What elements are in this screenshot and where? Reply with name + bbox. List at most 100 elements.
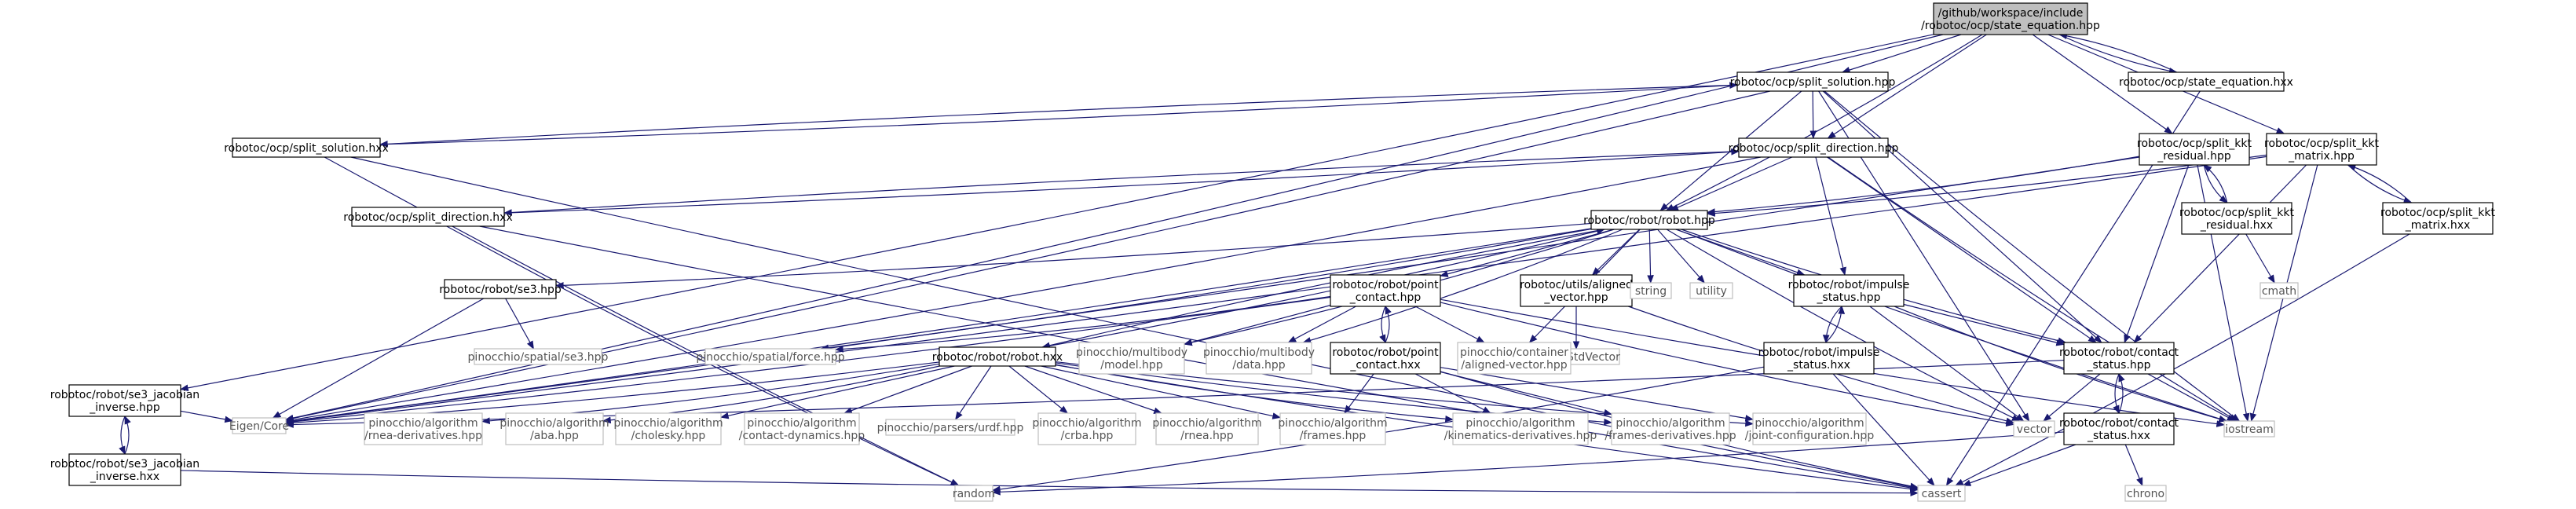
- node-kkt_matrix_hpp[interactable]: robotoc/ocp/split_kkt_matrix.hpp: [2264, 133, 2379, 166]
- node-split_direction_hpp[interactable]: robotoc/ocp/split_direction.hpp: [1729, 137, 1899, 158]
- node-impulse_status_hxx[interactable]: robotoc/robot/impulse_status.hxx: [1758, 342, 1880, 375]
- edge-split_direction_hpp-to-impulse_status_hpp: [1815, 156, 1846, 276]
- node-contact_status_hxx[interactable]: robotoc/robot/contact_status.hxx: [2059, 412, 2179, 445]
- node-label: utility: [1696, 285, 1727, 298]
- node-point_contact_hpp[interactable]: robotoc/robot/point_contact.hpp: [1330, 274, 1441, 307]
- node-robot_hxx[interactable]: robotoc/robot/robot.hxx: [932, 346, 1063, 367]
- node-label: /frames-derivatives.hpp: [1605, 430, 1736, 442]
- node-split_solution_hpp[interactable]: robotoc/ocp/split_solution.hpp: [1730, 71, 1896, 92]
- node-aligned_vector_hpp[interactable]: robotoc/utils/aligned_vector.hpp: [1520, 274, 1633, 307]
- node-se3_hpp[interactable]: robotoc/robot/se3.hpp: [439, 279, 562, 299]
- edge-point_contact_hpp-to-vector: [1440, 302, 2015, 427]
- edge-robot_hxx-to-pin_rnea: [1024, 365, 1162, 414]
- node-robot_hpp[interactable]: robotoc/robot/robot.hpp: [1583, 210, 1715, 230]
- node-label: pinocchio/algorithm: [1032, 417, 1141, 430]
- node-box: [232, 417, 287, 434]
- node-box: [1279, 412, 1386, 445]
- edge-split_solution_hpp-to-eigen_core: [284, 90, 1770, 422]
- node-label: _status.hpp: [1816, 291, 1880, 304]
- node-box: [1155, 412, 1259, 445]
- node-box: [1330, 342, 1441, 375]
- node-label: pinocchio/multibody: [1076, 346, 1187, 359]
- node-split_direction_hxx[interactable]: robotoc/ocp/split_direction.hxx: [343, 207, 513, 227]
- node-label: _status.hxx: [2087, 430, 2150, 442]
- node-box: [2259, 282, 2299, 299]
- node-contact_status_hpp[interactable]: robotoc/robot/contact_status.hpp: [2059, 342, 2179, 375]
- edge-kkt_residual_hxx-to-kkt_residual_hpp: [2203, 164, 2228, 203]
- node-box: [954, 485, 993, 502]
- node-cassert: cassert: [1917, 485, 1966, 502]
- node-box: [1738, 137, 1889, 158]
- node-box: [2382, 202, 2494, 235]
- edge-root-to-split_solution_hpp: [1841, 34, 1962, 74]
- edge-kkt_matrix_hxx-to-kkt_matrix_hpp: [2347, 164, 2412, 203]
- edge-robot_hxx-to-pin_contact_dyn: [843, 365, 972, 414]
- node-impulse_status_hpp[interactable]: robotoc/robot/impulse_status.hpp: [1788, 274, 1910, 307]
- node-label: pinocchio/algorithm: [1615, 417, 1725, 430]
- node-label: /github/workspace/include: [1938, 7, 2084, 20]
- edge-contact_status_hpp-to-vector: [2043, 373, 2101, 422]
- node-box: [232, 137, 381, 158]
- node-box: [2063, 412, 2175, 445]
- edge-point_contact_hpp-to-pin_force: [834, 295, 1331, 353]
- edge-robot_hpp-to-vector: [1666, 229, 2021, 422]
- edge-robot_hxx-to-pin_frames: [1041, 365, 1282, 419]
- edge-robot_hxx-to-pin_crba: [1008, 365, 1069, 414]
- edge-robot_hpp-to-eigen_core: [284, 228, 1592, 424]
- node-box: [1037, 412, 1136, 445]
- node-box: [744, 412, 860, 445]
- node-pin_kin_deriv: pinocchio/algorithm/kinematics-derivativ…: [1444, 412, 1597, 445]
- edge-impulse_status_hpp-to-contact_status_hpp: [1903, 303, 2066, 346]
- node-iostream: iostream: [2223, 420, 2275, 438]
- node-label: robotoc/robot/robot.hpp: [1583, 214, 1715, 227]
- node-label: robotoc/ocp/state_equation.hxx: [2119, 76, 2293, 89]
- node-label: /robotoc/ocp/state_equation.hpp: [1921, 20, 2100, 32]
- node-box: [1763, 342, 1875, 375]
- node-label: robotoc/robot/robot.hxx: [932, 351, 1063, 364]
- node-pin_aba: pinocchio/algorithm/aba.hpp: [499, 412, 609, 445]
- node-kkt_residual_hpp[interactable]: robotoc/ocp/split_kkt_residual.hpp: [2137, 133, 2252, 166]
- edge-contact_status_hxx-to-random: [991, 431, 2065, 496]
- node-label: random: [953, 488, 995, 500]
- node-label: pinocchio/algorithm: [1152, 417, 1261, 430]
- node-label: pinocchio/multibody: [1203, 346, 1315, 359]
- node-box: [1689, 282, 1733, 299]
- edge-split_direction_hpp-to-split_direction_hxx: [503, 151, 1740, 216]
- edge-kkt_matrix_hpp-to-kkt_matrix_hxx: [2347, 164, 2413, 203]
- node-box: [2128, 71, 2285, 92]
- edge-robot_hpp-to-utility: [1657, 229, 1705, 284]
- node-box: [505, 412, 604, 445]
- node-label: /joint-configuration.hpp: [1745, 430, 1875, 442]
- node-se3_jac_hxx[interactable]: robotoc/robot/se3_jacobian_inverse.hxx: [50, 453, 199, 486]
- edge-root-to-state_eq_hxx: [2058, 34, 2178, 75]
- node-pin_rnea: pinocchio/algorithm/rnea.hpp: [1152, 412, 1262, 445]
- node-root[interactable]: /github/workspace/include/robotoc/ocp/st…: [1921, 2, 2100, 35]
- node-kkt_matrix_hxx[interactable]: robotoc/ocp/split_kkt_matrix.hxx: [2380, 202, 2495, 235]
- edge-split_solution_hpp-to-contact_status_hpp: [1822, 90, 2102, 343]
- node-label: /rnea-derivatives.hpp: [364, 430, 482, 442]
- edge-kkt_residual_hpp-to-iostream: [2197, 164, 2250, 423]
- node-label: _residual.hxx: [2200, 219, 2273, 232]
- edge-robot_hxx-to-robot_hpp: [1042, 228, 1605, 348]
- node-pin_force: pinocchio/spatial/force.hpp: [696, 348, 845, 365]
- node-split_solution_hxx[interactable]: robotoc/ocp/split_solution.hxx: [224, 137, 389, 158]
- node-kkt_residual_hxx[interactable]: robotoc/ocp/split_kkt_residual.hxx: [2179, 202, 2294, 235]
- edge-robot_hpp-to-pin_data: [1302, 229, 1623, 344]
- node-box: [2223, 420, 2275, 438]
- node-box: [68, 453, 181, 486]
- node-pin_aligned: pinocchio/container/aligned-vector.hpp: [1457, 342, 1572, 375]
- node-point_contact_hxx[interactable]: robotoc/robot/point_contact.hxx: [1330, 342, 1441, 375]
- node-label: robotoc/ocp/split_solution.hxx: [224, 142, 389, 155]
- node-label: robotoc/ocp/split_direction.hpp: [1729, 142, 1899, 155]
- node-state_eq_hxx[interactable]: robotoc/ocp/state_equation.hxx: [2119, 71, 2293, 92]
- node-label: robotoc/ocp/split_kkt: [2380, 207, 2495, 219]
- node-label: pinocchio/parsers/urdf.hpp: [877, 422, 1024, 434]
- node-pin_data: pinocchio/multibody/data.hpp: [1203, 342, 1315, 375]
- node-se3_jac_hpp[interactable]: robotoc/robot/se3_jacobian_inverse.hpp: [50, 384, 199, 417]
- edge-robot_hxx-to-pin_cholesky: [719, 365, 955, 419]
- node-label: /model.hpp: [1100, 359, 1163, 372]
- node-chrono: chrono: [2124, 485, 2167, 502]
- edge-split_direction_hpp-to-contact_status_hpp: [1827, 156, 2097, 343]
- edge-impulse_status_hpp-to-vector: [1869, 306, 2025, 422]
- edge-robot_hxx-to-pin_urdf: [955, 365, 992, 420]
